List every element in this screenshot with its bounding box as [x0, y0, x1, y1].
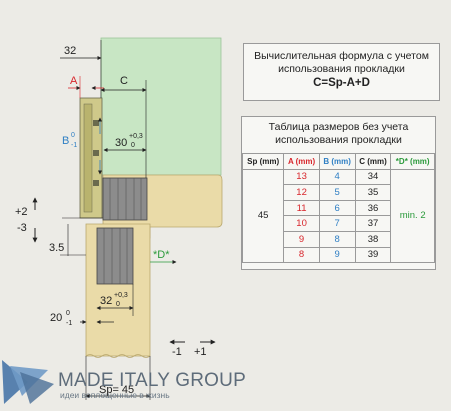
- b-cell: 7: [318, 215, 356, 232]
- formula-title-line1: Вычислительная формула с учетом: [254, 50, 429, 62]
- a-cell: 8: [283, 246, 320, 264]
- dim-b-tol-top: 0: [71, 132, 75, 139]
- table-title-line2: использования прокладки: [275, 134, 402, 146]
- a-cell: 10: [283, 215, 320, 232]
- table-row: 8 9 39: [243, 246, 435, 264]
- header-a: A (mm): [283, 153, 320, 170]
- c-cell: 35: [354, 184, 392, 201]
- adj-plus2-label: +2: [15, 206, 28, 218]
- adj-minus3-label: -3: [17, 222, 27, 234]
- c-cell: 39: [354, 246, 392, 264]
- d-cell: min. 2: [390, 168, 435, 264]
- dim-b-label: B: [62, 135, 69, 147]
- b-cell: 9: [318, 246, 356, 264]
- table-title-line1: Таблица размеров без учета: [268, 121, 409, 133]
- c-cell: 38: [354, 230, 392, 248]
- screw-icon: [93, 180, 99, 186]
- wood-break-line: [85, 354, 151, 358]
- dim-a-label: A: [70, 75, 78, 87]
- table-row: 12 5 35: [243, 184, 435, 201]
- dim-d-label: *D*: [153, 249, 170, 261]
- dim-32-tol-bot: 0: [116, 301, 120, 308]
- dim-3-5-label: 3.5: [49, 242, 64, 254]
- dim-32-tol-top: +0,3: [114, 292, 128, 299]
- hinge-cup-lower: [96, 227, 134, 285]
- hinge-cup-upper: [102, 177, 148, 221]
- a-cell: 13: [283, 168, 320, 186]
- dim-30-label: 30: [115, 137, 127, 149]
- b-cell: 6: [318, 199, 356, 217]
- dim-32-label: 32: [64, 45, 76, 57]
- table-row: 11 6 36: [243, 199, 435, 217]
- screw-icon: [93, 120, 99, 126]
- table-row: 45 13 4 34 min. 2: [241, 168, 435, 264]
- size-table-panel: Таблица размеров без учета использования…: [241, 116, 436, 270]
- b-cell: 5: [318, 184, 356, 201]
- dim-30-tol-top: +0,3: [129, 133, 143, 140]
- a-cell: 11: [283, 199, 320, 217]
- dim-32-bottom-label: 32: [100, 295, 112, 307]
- a-cell: 12: [283, 184, 320, 201]
- hinge-plate-inner: [83, 103, 93, 213]
- table-header-row: Sp (mm) A (mm) B (mm) C (mm) *D* (mm): [241, 153, 435, 170]
- a-cell: 9: [283, 230, 320, 248]
- formula-equation: C=Sp-A+D: [313, 77, 370, 89]
- dim-20-tol-top: 0: [66, 310, 70, 317]
- c-cell: 37: [354, 215, 392, 232]
- formula-panel: Вычислительная формула с учетом использо…: [243, 43, 440, 101]
- sp-cell: 45: [241, 168, 285, 264]
- b-cell: 4: [318, 168, 356, 186]
- dim-b-tol-bot: -1: [71, 142, 77, 149]
- brand-watermark: MADE ITALY GROUP: [58, 370, 246, 391]
- header-b: B (mm): [318, 153, 356, 170]
- dim-c-label: C: [120, 75, 128, 87]
- c-cell: 34: [354, 168, 392, 186]
- header-sp: Sp (mm): [241, 153, 285, 170]
- adj-minus1-label: -1: [172, 346, 182, 358]
- c-cell: 36: [354, 199, 392, 217]
- glass-panel: [100, 37, 222, 176]
- dim-30-tol-bot: 0: [131, 142, 135, 149]
- header-d: *D* (mm): [390, 153, 435, 170]
- table-row: 10 7 37: [243, 215, 435, 232]
- header-c: C (mm): [354, 153, 392, 170]
- b-cell: 8: [318, 230, 356, 248]
- adj-plus1-label: +1: [194, 346, 207, 358]
- brand-tagline: идеи воплощенные в жизнь: [60, 390, 170, 400]
- dim-20-tol-bot: -1: [66, 320, 72, 327]
- formula-title-line2: использования прокладки: [278, 63, 405, 75]
- dim-20-label: 20: [50, 312, 62, 324]
- screw-icon: [93, 150, 99, 156]
- size-table: Sp (mm) A (mm) B (mm) C (mm) *D* (mm) 45…: [241, 153, 435, 264]
- dim-sp-label: Sp= 45: [99, 384, 134, 396]
- size-table-title: Таблица размеров без учета использования…: [242, 117, 435, 153]
- brand-logo-icon: [2, 360, 54, 404]
